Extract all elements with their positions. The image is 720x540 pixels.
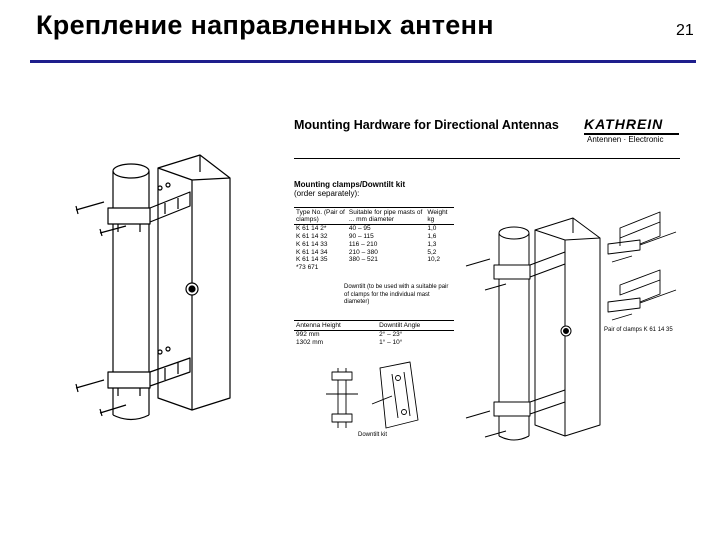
angle-col-angle: Downtilt Angle: [377, 320, 454, 331]
clamp-footnote-type: *73 671: [296, 264, 319, 272]
clamp-diameter: 116 – 210: [348, 240, 378, 248]
brand-underline: [584, 133, 679, 135]
angle-col-height: Antenna Height: [294, 320, 378, 331]
clamp-col-diameter: Suitable for pipe masts of ... mm diamet…: [346, 206, 426, 226]
antenna-height: 992 mm: [296, 331, 320, 338]
downtilt-angle-table: Antenna Height Downtilt Angle 992 mm 2° …: [294, 320, 454, 348]
downtilt-kit-drawing: [326, 361, 419, 429]
clamp-weight: 1,0: [427, 225, 437, 233]
downtilt-note: Downtilt (to be used with a suitable pai…: [344, 284, 449, 305]
clamp-col-weight: Weight kg: [425, 206, 454, 226]
downtilt-angle: 1° – 10°: [379, 339, 403, 347]
right-antenna-drawing: [465, 217, 601, 441]
clamp-weight: 1,3: [427, 240, 437, 248]
clamp-type: K 61 14 33: [296, 240, 328, 248]
clamp-weight: 5,2: [427, 248, 437, 256]
kit-title: Mounting clamps/Downtilt kit: [294, 180, 406, 189]
antenna-height: 1302 mm: [296, 339, 324, 347]
downtilt-kit-caption: Downtilt kit: [358, 432, 388, 438]
table-row: 992 mm 2° – 23°: [294, 331, 454, 340]
clamp-type: K 61 14 32: [296, 233, 328, 241]
table-row: K 61 14 35 380 – 521 10,2: [294, 256, 454, 264]
table-row: K 61 14 34 210 – 380 5,2: [294, 249, 454, 257]
left-antenna-drawing: [75, 154, 231, 421]
page-number: 21: [676, 22, 694, 39]
clamp-diameter: 380 – 521: [348, 256, 378, 264]
brand-logo: KATHREIN: [584, 116, 664, 132]
kit-subtitle: (order separately):: [294, 189, 360, 198]
table-row: *73 671: [294, 264, 454, 272]
clamp-weight: 1,6: [427, 233, 437, 241]
brand-subtitle: Antennen · Electronic: [587, 135, 664, 144]
clamp-type: K 61 14 2*: [296, 225, 327, 233]
downtilt-angle: 2° – 23°: [379, 331, 403, 338]
slide-title: Крепление направленных антенн: [36, 10, 494, 40]
clamp-diameter: 210 – 380: [348, 248, 378, 256]
clamp-type: K 61 14 35: [296, 256, 328, 264]
document-divider: [294, 158, 680, 159]
table-row: K 61 14 2* 40 – 95 1,0: [294, 225, 454, 233]
clamp-table: Type No. (Pair of clamps) Suitable for p…: [294, 206, 454, 272]
clamp-diameter: 40 – 95: [348, 225, 371, 233]
document-heading: Mounting Hardware for Directional Antenn…: [294, 118, 559, 132]
title-underline: [30, 60, 696, 63]
table-row: 1302 mm 1° – 10°: [294, 339, 454, 347]
table-row: K 61 14 33 116 – 210 1,3: [294, 241, 454, 249]
pair-of-clamps-caption: Pair of clamps K 61 14 35: [604, 327, 673, 333]
clamp-diameter: 90 – 115: [348, 233, 374, 241]
clamp-type: K 61 14 34: [296, 248, 328, 256]
clamp-col-type: Type No. (Pair of clamps): [294, 206, 347, 226]
table-row: K 61 14 32 90 – 115 1,6: [294, 233, 454, 241]
clamp-weight: 10,2: [427, 256, 441, 264]
pair-of-clamps-drawing: [607, 211, 677, 321]
